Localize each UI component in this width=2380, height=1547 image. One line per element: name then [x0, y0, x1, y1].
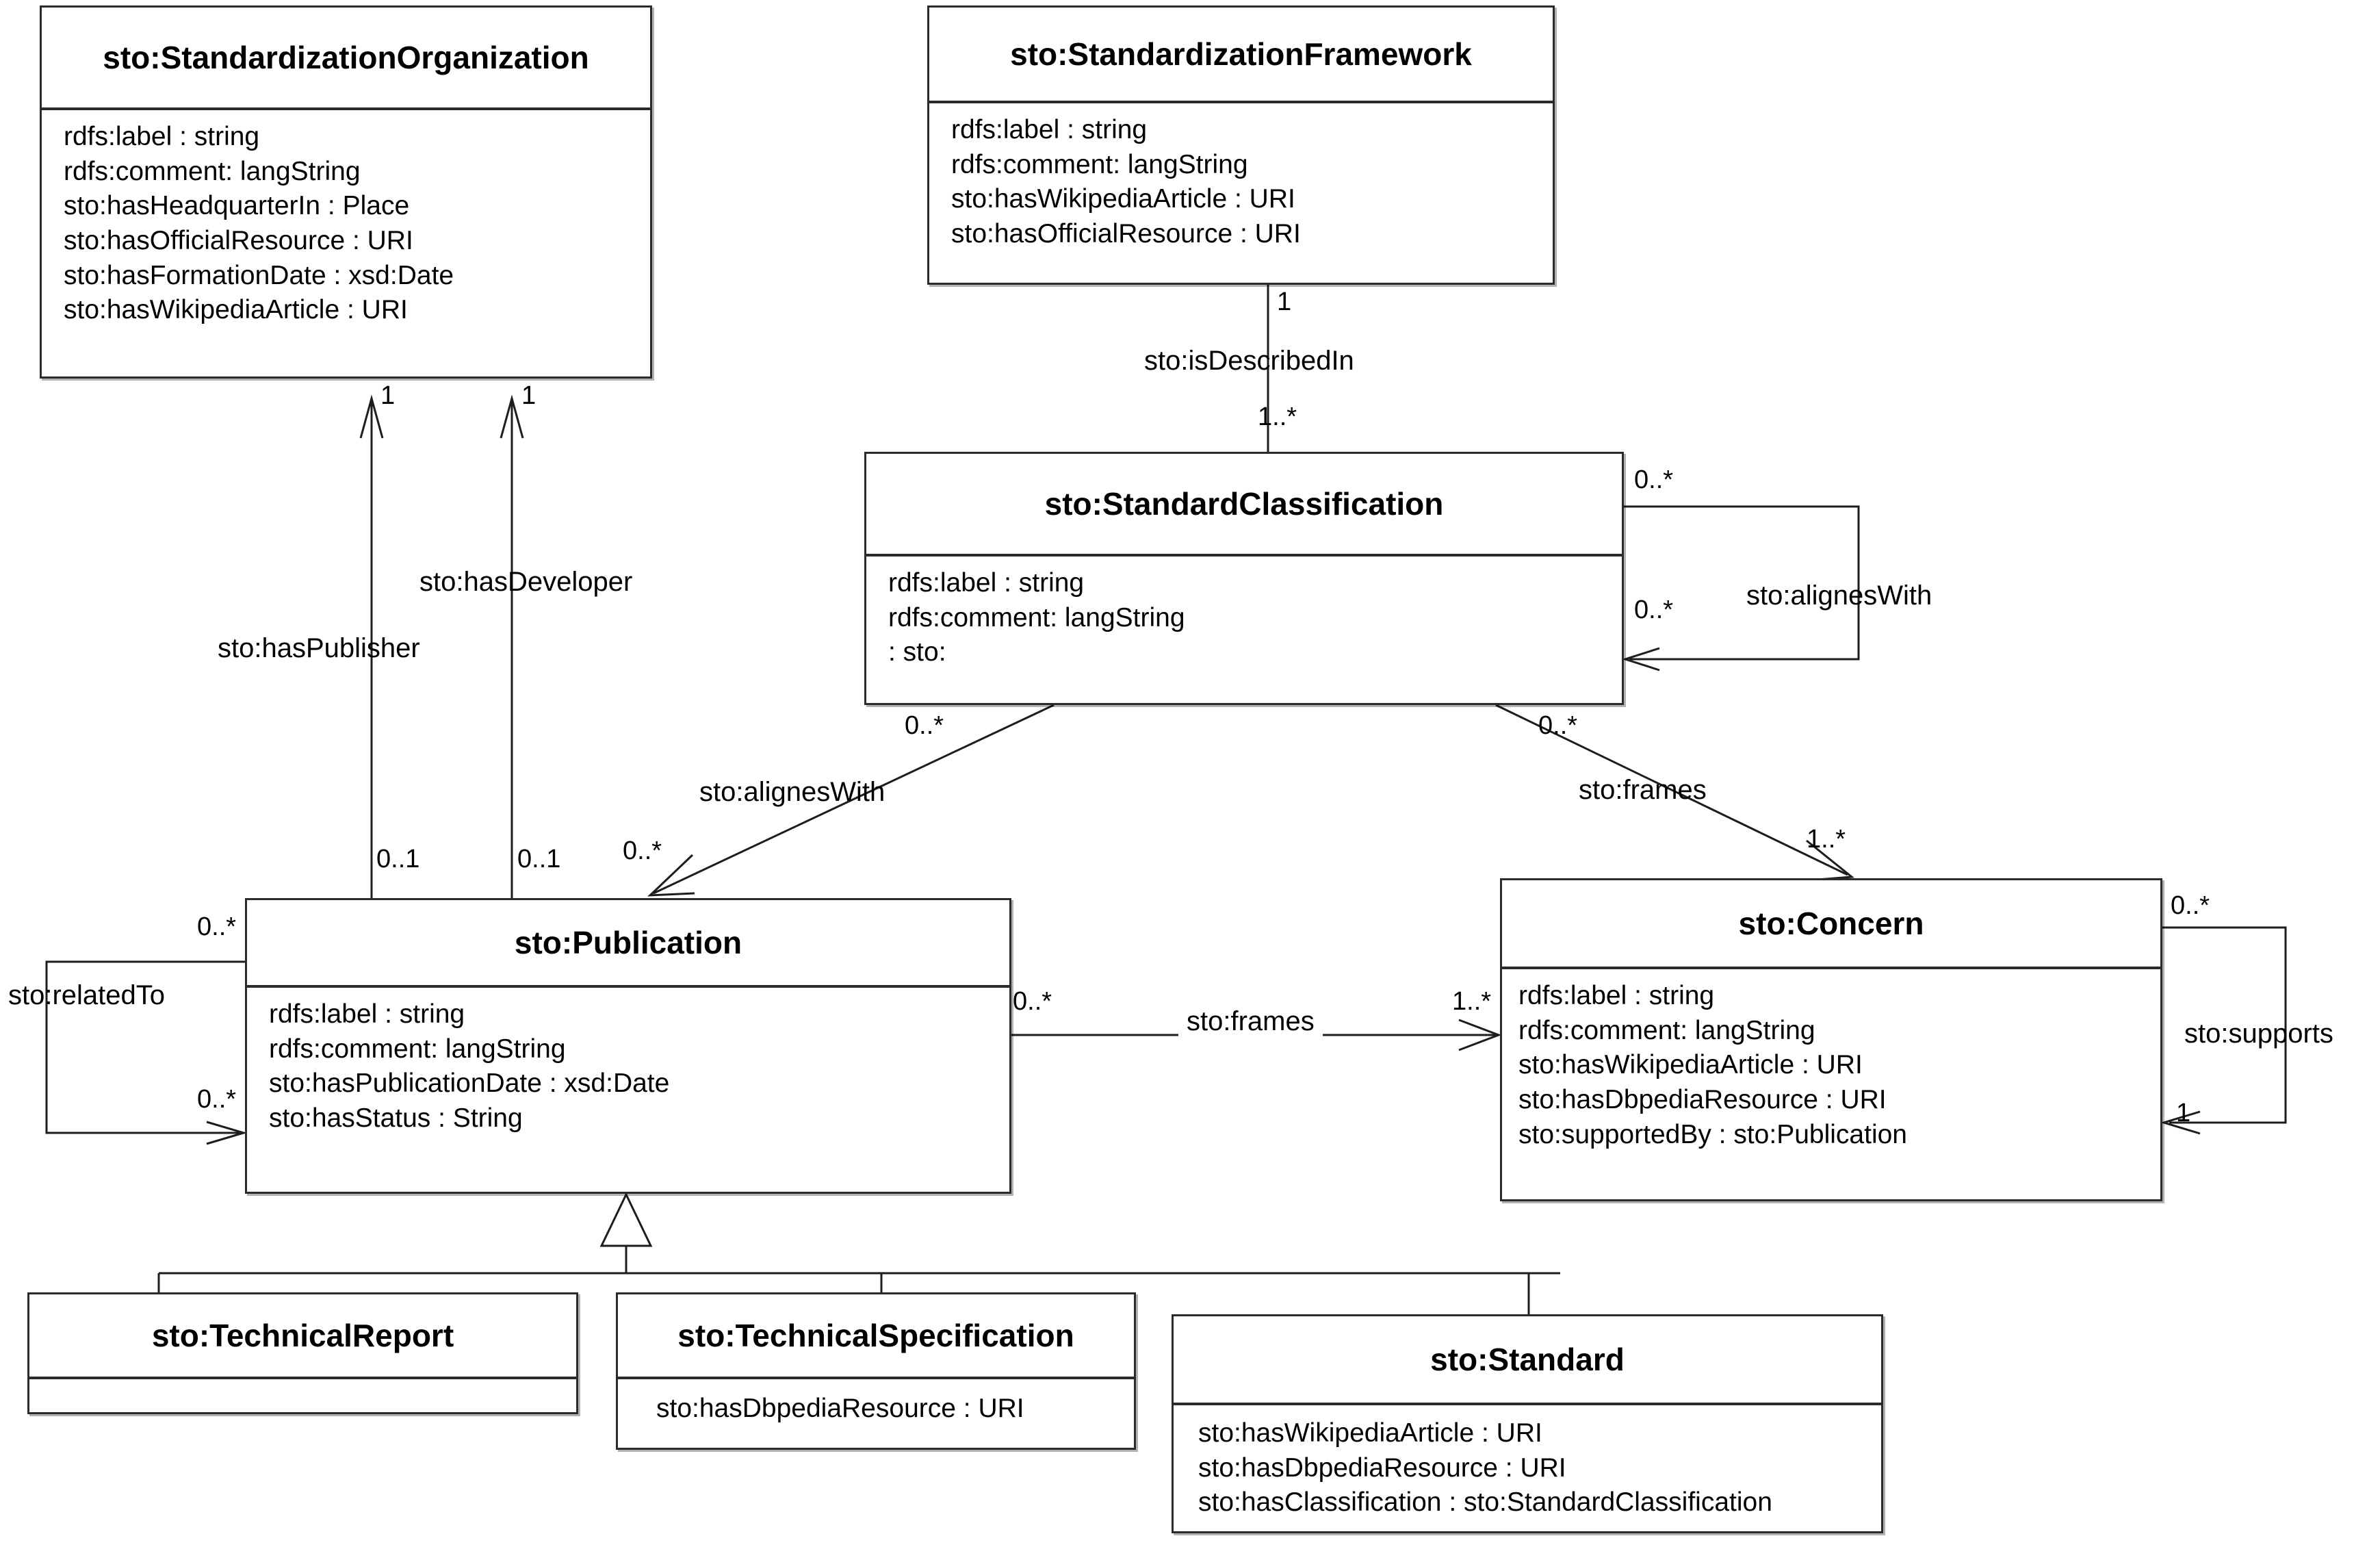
attribute-row: rdfs:label : string	[951, 115, 1148, 144]
relation-label-concern-supports-self: sto:supports	[2184, 1019, 2333, 1049]
multiplicity-org-developer: 1	[521, 381, 536, 410]
attribute-row: rdfs:comment: langString	[269, 1034, 566, 1064]
class-header-technical-specification: sto:TechnicalSpecification	[618, 1294, 1134, 1379]
attribute-row: rdfs:label : string	[888, 568, 1085, 598]
multiplicity-publication-related-to-top: 0..*	[197, 912, 237, 941]
relation-label-publication-related-to-self: sto:relatedTo	[8, 980, 166, 1010]
attribute-row: sto:hasFormationDate : xsd:Date	[64, 260, 454, 290]
attribute-row: rdfs:comment: langString	[951, 149, 1248, 179]
attribute-row: rdfs:label : string	[64, 122, 260, 151]
multiplicity-publication-publisher: 0..1	[376, 845, 420, 873]
relation-label-publication-frames-concern: sto:frames	[1178, 1006, 1323, 1037]
class-title: sto:TechnicalReport	[151, 1318, 454, 1353]
relation-label-classification-alignes-with-publication: sto:alignesWith	[699, 777, 885, 807]
attribute-row: sto:supportedBy : sto:Publication	[1518, 1119, 1907, 1149]
attribute-row: sto:hasWikipediaArticle : URI	[951, 184, 1295, 214]
class-attributes-standardization-framework: rdfs:label : string rdfs:comment: langSt…	[929, 103, 1553, 261]
attribute-row: sto:hasDbpediaResource : URI	[1518, 1085, 1887, 1115]
attribute-row: sto:hasStatus : String	[269, 1103, 523, 1134]
attribute-row: rdfs:comment: langString	[888, 602, 1185, 632]
class-title: sto:StandardClassification	[1044, 486, 1444, 522]
attribute-row: sto:hasDbpediaResource : URI	[656, 1394, 1024, 1423]
class-box-standard-classification[interactable]: sto:StandardClassification rdfs:label : …	[864, 452, 1624, 705]
attribute-row: sto:hasOfficialResource : URI	[951, 219, 1301, 249]
multiplicity-publication-developer: 0..1	[517, 845, 561, 873]
attribute-row: sto:hasDbpediaResource : URI	[1198, 1453, 1566, 1483]
class-header-standard-classification: sto:StandardClassification	[866, 454, 1622, 557]
relation-label-has-publisher: sto:hasPublisher	[218, 633, 420, 663]
class-header-technical-report: sto:TechnicalReport	[29, 1294, 576, 1379]
multiplicity-classification-alignes-source: 0..*	[905, 711, 944, 740]
class-attributes-technical-report	[29, 1379, 576, 1412]
class-box-concern[interactable]: sto:Concern rdfs:label : string rdfs:com…	[1500, 878, 2162, 1201]
class-header-standard: sto:Standard	[1174, 1316, 1881, 1405]
class-attributes-concern: rdfs:label : string rdfs:comment: langSt…	[1502, 969, 2160, 1162]
class-attributes-standard-classification: rdfs:label : string rdfs:comment: langSt…	[866, 557, 1622, 680]
attribute-row: sto:hasWikipediaArticle : URI	[1518, 1050, 1863, 1080]
multiplicity-classification-self-top: 0..*	[1634, 465, 1674, 494]
class-box-standardization-organization[interactable]: sto:StandardizationOrganization rdfs:lab…	[40, 5, 652, 379]
class-title: sto:Publication	[514, 925, 742, 960]
multiplicity-classification-is-described-in: 1..*	[1258, 402, 1297, 431]
multiplicity-classification-frames-source: 0..*	[1538, 711, 1578, 740]
multiplicity-framework-is-described-in: 1	[1277, 287, 1292, 316]
multiplicity-concern-supports-top: 0..*	[2171, 891, 2210, 920]
multiplicity-concern-supports-bottom: 1	[2176, 1099, 2191, 1127]
multiplicity-publication-frames-source: 0..*	[1013, 987, 1052, 1016]
attribute-row: rdfs:label : string	[269, 999, 465, 1029]
class-title: sto:StandardizationOrganization	[103, 40, 589, 75]
multiplicity-concern-frames-target: 1..*	[1807, 825, 1846, 854]
attribute-row: sto:hasHeadquarterIn : Place	[64, 191, 410, 221]
multiplicity-org-publisher: 1	[380, 381, 396, 410]
relation-label-classification-alignes-with-self: sto:alignesWith	[1746, 580, 1932, 611]
class-header-concern: sto:Concern	[1502, 880, 2160, 969]
class-title: sto:Concern	[1738, 906, 1924, 941]
class-title: sto:TechnicalSpecification	[677, 1318, 1074, 1353]
multiplicity-concern-frames-mid-target: 1..*	[1452, 987, 1492, 1016]
multiplicity-publication-related-to-bottom: 0..*	[197, 1085, 237, 1114]
class-box-technical-specification[interactable]: sto:TechnicalSpecification sto:hasDbpedi…	[616, 1292, 1136, 1450]
edge-has-developer	[500, 394, 524, 898]
class-box-standardization-framework[interactable]: sto:StandardizationFramework rdfs:label …	[927, 5, 1555, 285]
attribute-row: rdfs:comment: langString	[1518, 1015, 1815, 1045]
relation-label-has-developer: sto:hasDeveloper	[419, 567, 633, 597]
multiplicity-publication-alignes-target: 0..*	[623, 836, 662, 865]
class-header-standardization-framework: sto:StandardizationFramework	[929, 8, 1553, 103]
attribute-row: rdfs:label : string	[1518, 981, 1715, 1010]
attribute-row: sto:hasPublicationDate : xsd:Date	[269, 1069, 670, 1099]
class-title: sto:Standard	[1430, 1342, 1625, 1377]
class-box-technical-report[interactable]: sto:TechnicalReport	[27, 1292, 578, 1414]
attribute-row: sto:hasWikipediaArticle : URI	[1198, 1418, 1542, 1448]
attribute-row: sto:hasOfficialResource : URI	[64, 226, 413, 256]
relation-label-is-described-in: sto:isDescribedIn	[1144, 346, 1354, 376]
class-header-publication: sto:Publication	[247, 900, 1009, 988]
attribute-row: sto:hasWikipediaArticle : URI	[64, 295, 408, 325]
class-box-standard[interactable]: sto:Standard sto:hasWikipediaArticle : U…	[1172, 1314, 1883, 1533]
class-attributes-publication: rdfs:label : string rdfs:comment: langSt…	[247, 988, 1009, 1146]
multiplicity-classification-self-bottom: 0..*	[1634, 596, 1674, 624]
class-header-standardization-organization: sto:StandardizationOrganization	[42, 8, 650, 110]
class-attributes-standard: sto:hasWikipediaArticle : URI sto:hasDbp…	[1174, 1405, 1881, 1530]
class-title: sto:StandardizationFramework	[1010, 36, 1472, 72]
attribute-row: : sto:	[888, 637, 946, 667]
relation-label-classification-frames-concern: sto:frames	[1579, 775, 1707, 805]
class-attributes-standardization-organization: rdfs:label : string rdfs:comment: langSt…	[42, 110, 650, 337]
attribute-row: sto:hasClassification : sto:StandardClas…	[1198, 1487, 1772, 1518]
attribute-row: rdfs:comment: langString	[64, 156, 361, 186]
class-box-publication[interactable]: sto:Publication rdfs:label : string rdfs…	[245, 898, 1011, 1194]
class-attributes-technical-specification: sto:hasDbpediaResource : URI	[618, 1379, 1134, 1436]
